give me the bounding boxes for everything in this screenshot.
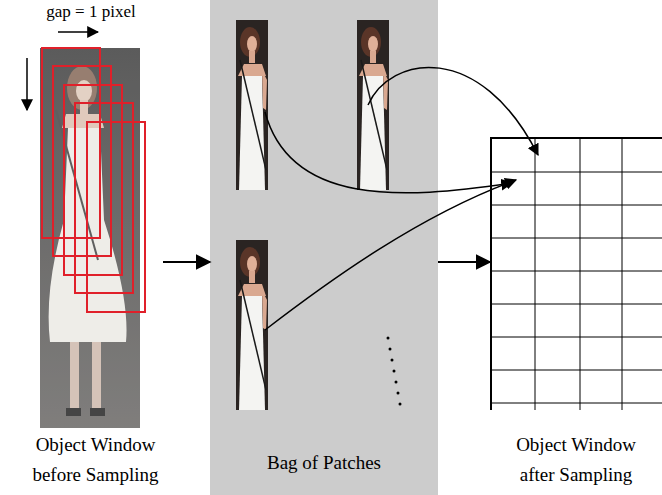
gap-label: gap = 1 pixel: [20, 2, 162, 22]
mapping-arrows: [265, 67, 538, 330]
sampling-windows: [42, 48, 145, 312]
flow-arrow: [163, 261, 210, 263]
bag-panel: [210, 0, 438, 495]
ellipsis-dots: [387, 337, 402, 406]
object-photo: [40, 48, 140, 428]
flow-arrow: [438, 261, 490, 263]
gap-arrows: [27, 32, 98, 110]
sample-grid: [490, 138, 662, 410]
caption: Object Window after Sampling: [501, 430, 651, 490]
patch-bag-panel: Bag of Patches: [210, 0, 438, 495]
object-window: Object Window before Sampling: [28, 48, 163, 492]
caption: Bag of Patches: [210, 448, 438, 478]
caption: Object Window before Sampling: [28, 430, 163, 490]
patch-images: [236, 20, 389, 410]
object-window: Object Window after Sampling: [490, 138, 662, 492]
